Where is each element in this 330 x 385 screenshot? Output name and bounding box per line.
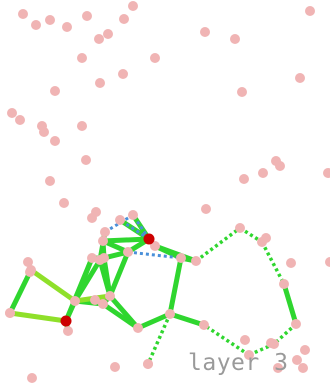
graph-node bbox=[191, 256, 201, 266]
graph-node bbox=[244, 350, 254, 360]
background-node bbox=[200, 27, 210, 37]
background-node bbox=[15, 115, 25, 125]
background-node bbox=[300, 345, 310, 355]
graph-node bbox=[98, 299, 108, 309]
background-node bbox=[18, 9, 28, 19]
nodes-layer bbox=[5, 1, 330, 383]
graph-edge bbox=[107, 249, 131, 299]
background-node bbox=[240, 335, 250, 345]
background-node bbox=[77, 53, 87, 63]
graph-node bbox=[98, 236, 108, 246]
background-node bbox=[275, 161, 285, 171]
background-node bbox=[95, 78, 105, 88]
graph-node bbox=[176, 253, 186, 263]
active-node bbox=[143, 233, 155, 245]
graph-edge bbox=[100, 301, 141, 331]
graph-node bbox=[279, 279, 289, 289]
graph-node bbox=[100, 227, 110, 237]
graph-node bbox=[90, 295, 100, 305]
background-node bbox=[273, 363, 283, 373]
background-node bbox=[201, 204, 211, 214]
graph-node bbox=[70, 296, 80, 306]
graph-node bbox=[165, 309, 175, 319]
graph-node bbox=[269, 339, 279, 349]
graph-edge bbox=[7, 310, 69, 324]
background-node bbox=[82, 11, 92, 21]
graph-node bbox=[63, 326, 73, 336]
background-node bbox=[119, 14, 129, 24]
background-node bbox=[50, 136, 60, 146]
graph-edge bbox=[97, 257, 113, 299]
background-node bbox=[237, 87, 247, 97]
graph-node bbox=[95, 255, 105, 265]
background-node bbox=[77, 121, 87, 131]
dotted-edge bbox=[194, 226, 242, 263]
graph-node bbox=[26, 265, 36, 275]
background-node bbox=[325, 257, 330, 267]
background-node bbox=[323, 168, 330, 178]
graph-node bbox=[199, 320, 209, 330]
graph-node bbox=[128, 210, 138, 220]
graph-node bbox=[133, 323, 143, 333]
background-node bbox=[94, 34, 104, 44]
graph-edge bbox=[167, 255, 184, 317]
background-node bbox=[150, 53, 160, 63]
background-node bbox=[258, 168, 268, 178]
graph-node bbox=[123, 247, 133, 257]
background-node bbox=[91, 207, 101, 217]
graph-node bbox=[150, 241, 160, 251]
blue-dotted-edge bbox=[127, 250, 182, 260]
background-node bbox=[239, 174, 249, 184]
graph-node bbox=[235, 223, 245, 233]
graph-node bbox=[291, 319, 301, 329]
graph-node bbox=[143, 359, 153, 369]
active-node bbox=[60, 315, 72, 327]
background-node bbox=[230, 34, 240, 44]
background-node bbox=[50, 86, 60, 96]
graph-node bbox=[115, 215, 125, 225]
background-node bbox=[118, 69, 128, 79]
background-node bbox=[59, 198, 69, 208]
background-node bbox=[305, 6, 315, 16]
background-node bbox=[292, 355, 302, 365]
graph-edge bbox=[167, 311, 207, 328]
background-node bbox=[128, 1, 138, 11]
background-node bbox=[295, 73, 305, 83]
background-node bbox=[81, 155, 91, 165]
background-node bbox=[298, 363, 308, 373]
background-node bbox=[45, 15, 55, 25]
graph-node bbox=[5, 308, 15, 318]
background-node bbox=[286, 258, 296, 268]
background-node bbox=[23, 257, 33, 267]
background-node bbox=[103, 29, 113, 39]
dotted-edge bbox=[239, 226, 263, 244]
graph-node bbox=[87, 253, 97, 263]
graph-edge bbox=[63, 255, 95, 324]
graph-edge bbox=[117, 217, 152, 242]
background-node bbox=[45, 176, 55, 186]
layer-caption: layer 3 bbox=[188, 350, 289, 376]
dotted-edge bbox=[260, 241, 286, 285]
graph-edge bbox=[281, 281, 299, 327]
background-node bbox=[27, 373, 37, 383]
graph-edge bbox=[7, 267, 34, 316]
background-node bbox=[62, 22, 72, 32]
graph-edge bbox=[100, 236, 152, 244]
background-node bbox=[110, 362, 120, 372]
graph-node bbox=[105, 291, 115, 301]
graph-edge bbox=[135, 311, 173, 331]
graph-edge bbox=[28, 267, 78, 304]
dotted-edge bbox=[248, 342, 275, 357]
background-node bbox=[7, 108, 17, 118]
graph-node bbox=[261, 233, 271, 243]
background-node bbox=[31, 20, 41, 30]
background-node bbox=[39, 127, 49, 137]
